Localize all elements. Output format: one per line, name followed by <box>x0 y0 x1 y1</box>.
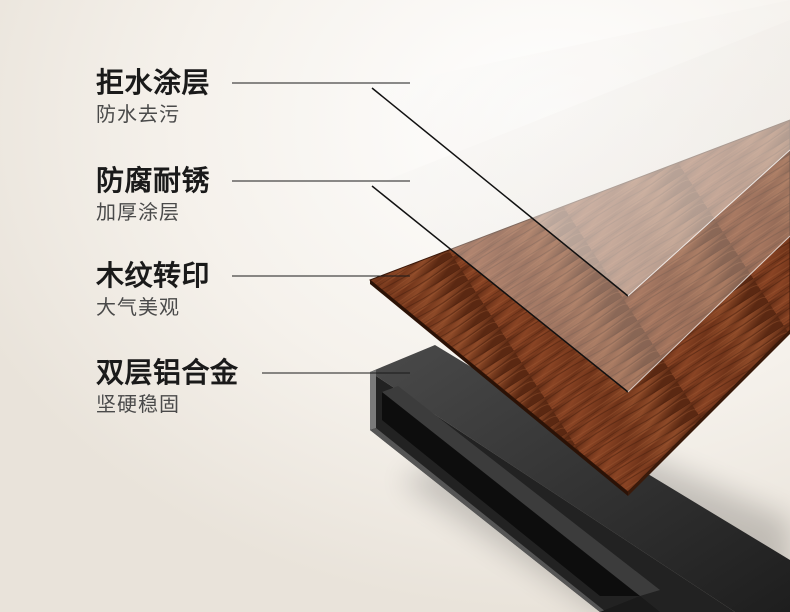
layer-title: 双层铝合金 <box>96 356 239 389</box>
layer-label-4: 双层铝合金 坚硬稳固 <box>96 356 239 417</box>
layer-subtitle: 防水去污 <box>96 102 180 126</box>
layer-subtitle: 大气美观 <box>96 295 180 319</box>
layer-subtitle: 坚硬稳固 <box>96 392 180 416</box>
layer-label-3: 木纹转印 大气美观 <box>96 259 210 320</box>
layer-title: 木纹转印 <box>96 259 211 292</box>
layer-subtitle: 加厚涂层 <box>96 200 180 224</box>
layer-title: 防腐耐锈 <box>96 164 211 197</box>
layer-label-1: 拒水涂层 防水去污 <box>96 66 210 127</box>
aluminum-profile <box>370 345 790 612</box>
layer-label-2: 防腐耐锈 加厚涂层 <box>96 164 210 225</box>
water-repellent-layer <box>371 0 790 297</box>
layer-title: 拒水涂层 <box>96 66 211 99</box>
